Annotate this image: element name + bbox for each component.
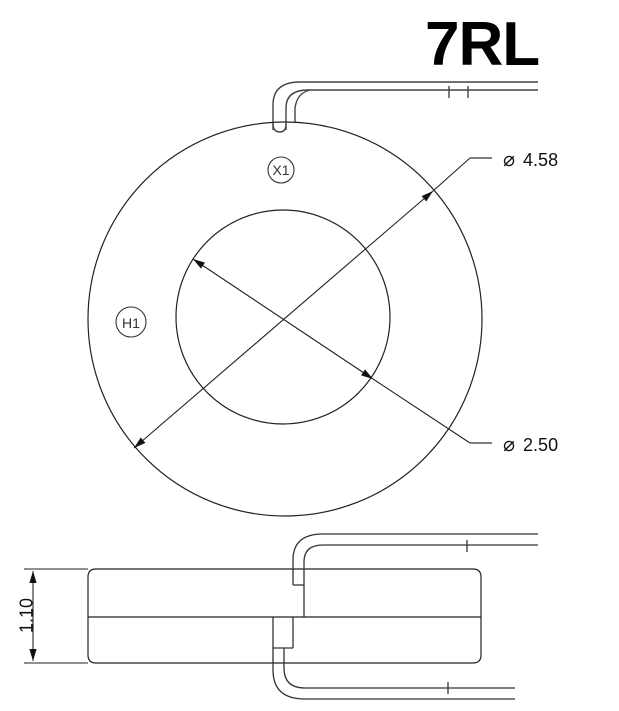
outer-diameter-value: 4.58	[523, 150, 559, 170]
outer-diameter-label: ⌀ 4.58	[503, 147, 558, 172]
inner-ring	[175, 209, 391, 425]
inner-diameter-value: 2.50	[523, 435, 559, 455]
diameter-symbol-icon: ⌀	[503, 434, 516, 456]
side-lower-lead	[272, 617, 515, 700]
svg-text:H1: H1	[122, 315, 140, 331]
h1-marking: H1	[115, 306, 147, 338]
plan-view	[87, 121, 483, 517]
top-lead-wire	[272, 81, 538, 133]
outer-ring	[87, 121, 483, 517]
height-dimension-label: 1.10	[16, 597, 37, 634]
diameter-symbol-icon: ⌀	[503, 149, 516, 171]
inner-diameter-label: ⌀ 2.50	[503, 432, 558, 457]
part-number-title: 7RL	[425, 10, 540, 79]
svg-text:X1: X1	[272, 162, 289, 178]
inner-diameter-dimension	[192, 258, 492, 444]
outer-diameter-dimension	[133, 157, 492, 449]
x1-marking: X1	[267, 156, 295, 184]
side-view	[24, 568, 482, 664]
side-upper-lead	[292, 533, 538, 617]
